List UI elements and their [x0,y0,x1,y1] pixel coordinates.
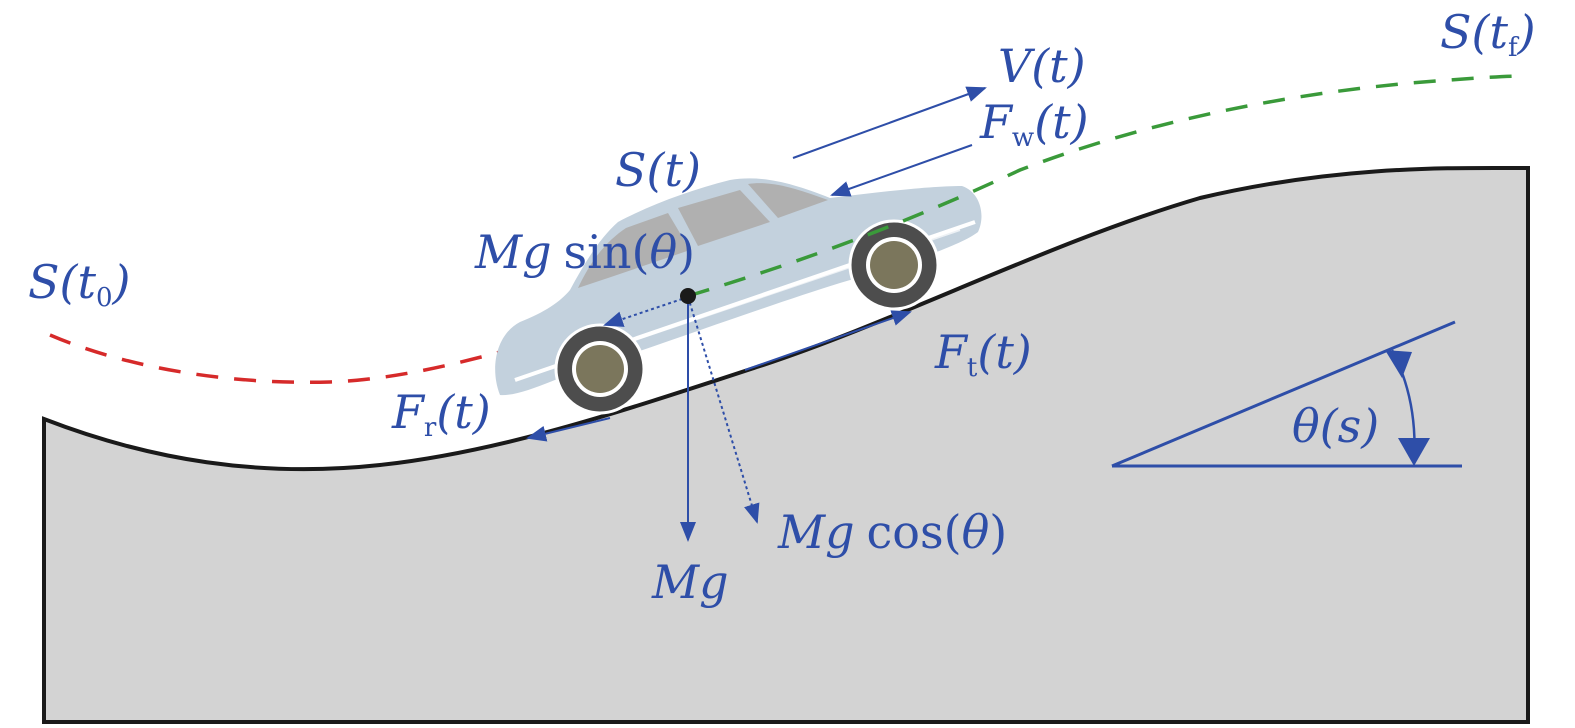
label-gravity: Mg [651,555,729,609]
car-front-window [748,183,828,218]
rolling-resistance-arrow [526,417,611,442]
gravity-parallel-arrow [603,296,689,327]
label-s-tf: S(tf) [1440,5,1536,63]
rear-wheel [554,323,646,415]
traction-force-arrow [744,310,912,371]
label-traction-force: Ft(t) [934,325,1032,383]
label-slope-angle: θ(s) [1292,399,1379,453]
center-of-mass-dot-icon [680,288,696,304]
label-velocity: V(t) [998,39,1086,93]
car [495,178,982,415]
label-wind-force: Fw(t) [979,95,1089,153]
slope-angle-inset [1111,320,1462,468]
angle-arrowhead-bottom [1398,438,1430,466]
car-side-window [678,190,770,246]
angle-arrowhead-top [1385,350,1412,378]
front-wheel [848,219,940,311]
future-trajectory-path [687,74,1526,298]
label-s-t: S(t) [615,143,701,197]
velocity-arrow [792,86,987,159]
wind-force-arrow [830,144,973,197]
ground-terrain [42,165,1530,724]
label-rolling-resistance: Fr(t) [391,385,491,443]
label-s-t0: S(t0) [28,255,130,313]
car-rear-window [578,213,690,288]
